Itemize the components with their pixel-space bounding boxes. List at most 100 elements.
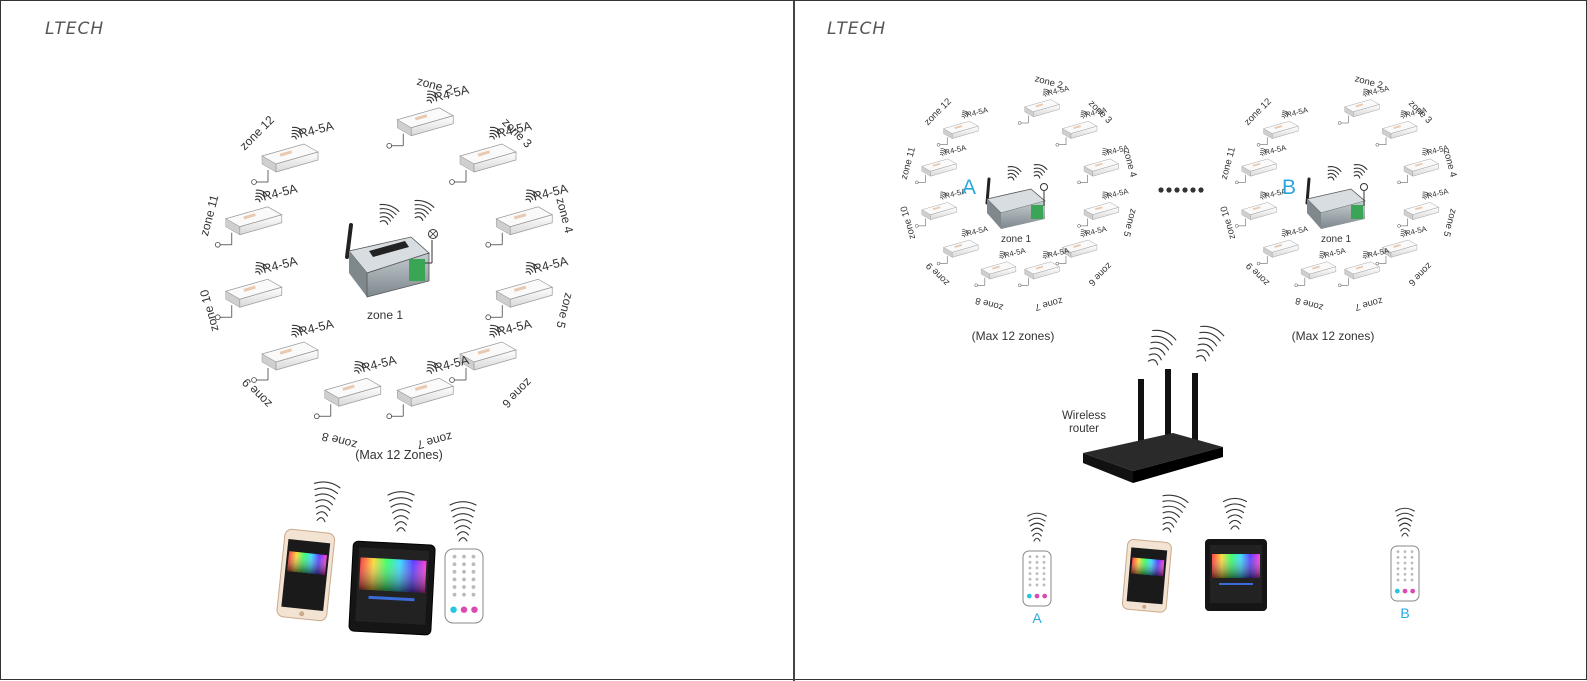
wifi-wave-icon [379,203,400,225]
wifi-wave-icon [291,126,304,140]
wifi-wave-icon [525,189,538,203]
phone-wave-icon [1162,494,1189,533]
remote-a [1022,550,1052,607]
zone-label-12: zone 12 [237,113,277,153]
relay-module-6: R4-5A [449,317,534,383]
relay-module-5: R4-5A [1397,186,1450,228]
relay-module-7: R4-5A [1337,246,1391,288]
wifi-wave-icon [1422,191,1430,200]
group-b-caption: (Max 12 zones) [1292,329,1375,343]
left-caption: (Max 12 Zones) [355,448,443,462]
relay-module-10: R4-5A [915,186,968,228]
page-divider [793,1,795,681]
module-label: R4-5A [1046,246,1070,260]
brand-logo-right: LTECH [827,19,887,39]
zone-label-7: zone 7 [1353,295,1383,313]
zone-label-4: zone 4 [553,196,576,235]
zone-label-7: zone 7 [1033,295,1063,313]
module-label: R4-5A [433,353,471,375]
relay-module-2: R4-5A [1337,83,1391,125]
module-label: R4-5A [1366,246,1390,260]
zone-label-10: zone 10 [197,288,222,333]
relay-module-9: R4-5A [936,224,990,266]
wifi-wave-icon [489,126,502,140]
relay-module-5: R4-5A [485,254,570,321]
wifi-wave-icon [1007,166,1022,181]
wifi-wave-icon [1327,166,1342,181]
relay-module-12: R4-5A [251,119,336,185]
remote-wave-icon [1027,512,1047,542]
group-a-controller-label: zone 1 [1001,234,1031,245]
relay-module-11: R4-5A [915,143,968,185]
wifi-wave-icon [254,189,268,203]
module-label: R4-5A [1285,224,1309,238]
wifi-wave-icon [353,361,367,374]
ellipsis-dots [1158,187,1204,193]
relay-module-5: R4-5A [1077,186,1130,228]
remote-b [1390,545,1420,602]
group-b-controller: zone 1 B [1282,176,1368,245]
wifi-wave-icon [1042,251,1051,260]
tablet-wave-icon [1222,497,1248,530]
wifi-wave-icon [1281,229,1290,238]
wifi-wave-icon [1362,251,1371,260]
wifi-wave-icon [426,90,439,104]
relay-module-2: R4-5A [1017,83,1071,125]
zone-label-11: zone 11 [197,193,221,237]
wifi-wave-icon [1102,191,1110,200]
module-label: R4-5A [360,353,398,375]
zone-label-5: zone 5 [1121,207,1139,237]
router-icon [1083,369,1223,483]
wifi-wave-icon [1259,148,1268,157]
wifi-wave-icon [999,251,1007,260]
zone-label-8: zone 8 [974,295,1004,313]
relay-module-8: R4-5A [1294,246,1347,288]
wifi-wave-icon [961,229,970,238]
module-label: R4-5A [1426,186,1450,200]
module-label: R4-5A [944,143,968,157]
module-label: R4-5A [297,317,335,339]
zone-label-11: zone 11 [1219,146,1238,181]
left-device-waves [313,481,477,542]
left-controller-label: zone 1 [367,308,403,322]
zone-label-12: zone 12 [1242,96,1274,128]
left-phone [276,528,336,622]
group-a-controller: zone 1 A [962,176,1048,245]
router-label-line2: router [1069,423,1099,435]
zone-label-6: zone 6 [1406,260,1434,288]
zone-label-5: zone 5 [1441,207,1459,237]
module-label: R4-5A [261,181,299,203]
module-label: R4-5A [495,317,533,339]
phone-icon [1142,604,1147,609]
wifi-wave-icon [1259,191,1268,200]
remote-icon [1026,555,1048,599]
module-label: R4-5A [965,224,989,238]
group-a-caption: (Max 12 zones) [972,329,1055,343]
wifi-wave-icon [379,199,435,225]
zone-label-5: zone 5 [553,291,576,330]
wifi-wave-icon [1422,148,1430,157]
module-label: R4-5A [965,105,989,119]
zone-label-6: zone 6 [1086,260,1114,288]
module-label: R4-5A [1106,186,1130,200]
relay-module-4: R4-5A [1077,143,1130,185]
remote-wave-icon [1395,507,1415,537]
remote-a-label: A [1032,610,1042,626]
zone-label-9: zone 9 [924,260,952,288]
zone-label-4: zone 4 [1121,148,1139,178]
phone-wave-icon [313,481,341,523]
left-controller: zone 1 [345,223,438,322]
module-label: R4-5A [1323,246,1347,260]
tablet-icon [368,595,415,602]
wifi-wave-icon [1033,164,1048,179]
wifi-wave-icon [1080,110,1089,119]
wifi-wave-icon [525,262,538,275]
zone-label-9: zone 9 [1244,260,1272,288]
relay-module-8: R4-5A [313,353,399,420]
relay-module-7: R4-5A [386,353,471,420]
wifi-wave-icon [426,361,439,374]
zone-label-6: zone 6 [499,375,535,411]
left-tablet [348,540,436,636]
module-label: R4-5A [1264,143,1288,157]
